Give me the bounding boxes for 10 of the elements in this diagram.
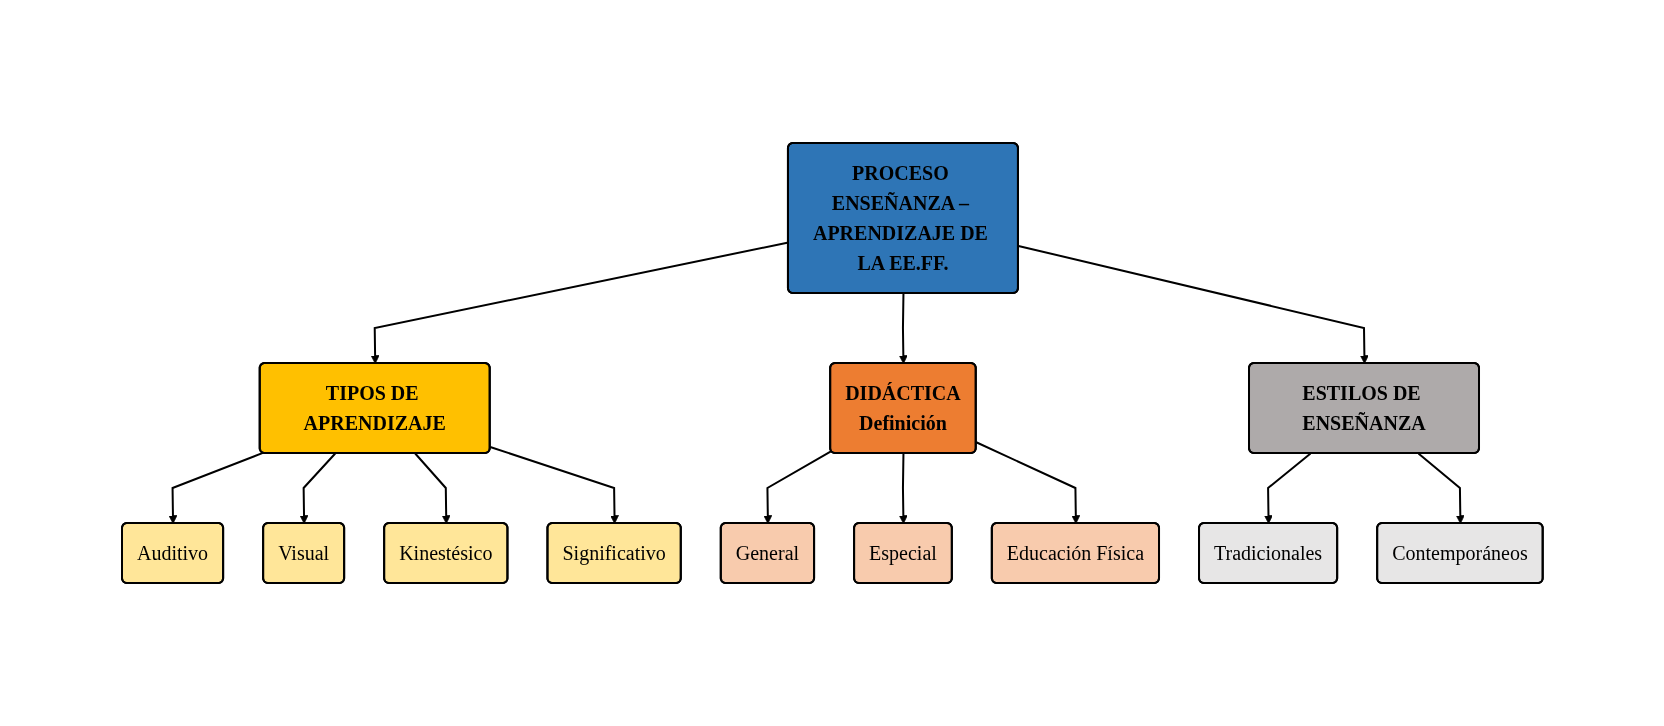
arrow	[763, 450, 833, 524]
arrow	[1263, 452, 1312, 524]
arrow	[898, 292, 908, 364]
arrow	[1017, 244, 1369, 364]
arrow	[299, 452, 336, 524]
arrow	[898, 452, 908, 524]
arrow	[488, 445, 619, 524]
arrow	[413, 452, 451, 524]
arrow	[1417, 452, 1465, 524]
arrow	[168, 451, 264, 524]
